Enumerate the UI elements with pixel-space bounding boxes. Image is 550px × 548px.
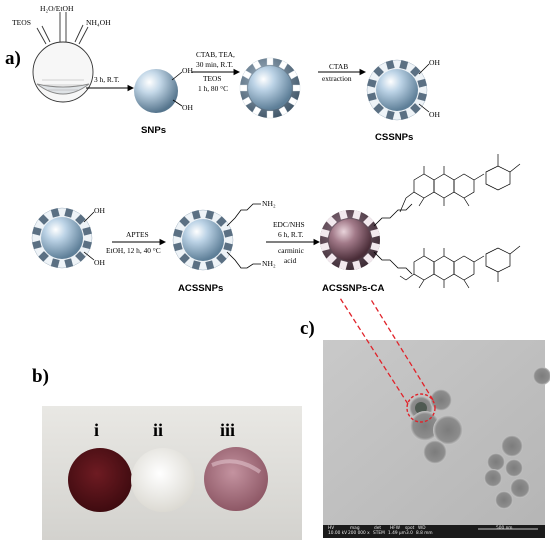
step2-line1: CTAB, TEA, xyxy=(196,50,235,59)
tem-info-bar: HV 10.00 kV mag 200 000 x det STEM HFW 1… xyxy=(326,526,544,537)
tem-mag-label: mag xyxy=(350,526,360,531)
tem-spot-label: spot xyxy=(405,526,415,531)
sample-photo xyxy=(42,406,302,540)
tem-det-label: det xyxy=(374,526,382,531)
sample-label-iii: iii xyxy=(220,420,236,440)
tem-hfw-value: 1.49 μm xyxy=(388,531,406,536)
step1-conditions: 3 h, R.T. xyxy=(94,75,120,84)
snp-particle xyxy=(134,69,183,113)
zoom-line-right xyxy=(369,297,434,401)
acssnp-ca-particle xyxy=(320,203,413,275)
acssnp-particle xyxy=(172,203,261,271)
step2-line3: TEOS xyxy=(203,74,222,83)
zoom-line-left xyxy=(339,297,409,405)
sample-label-i: i xyxy=(94,420,100,440)
step5-line1: EDC/NHS xyxy=(273,220,305,229)
oh-label-cssnp-bottom: OH xyxy=(429,110,440,119)
disc-ii xyxy=(131,448,195,512)
carminic-acid-structure-bottom xyxy=(399,245,521,289)
panel-label-b: b) xyxy=(32,366,49,387)
product-acssnps: ACSSNPs xyxy=(178,283,224,294)
tem-hv-value: 10.00 kV xyxy=(328,531,348,536)
arrows-row2 xyxy=(112,238,321,246)
arrows-row1 xyxy=(86,68,367,92)
oh-label-snp-bottom: OH xyxy=(182,103,193,112)
step3-line1: CTAB xyxy=(329,62,349,71)
oh-label-snp-top: OH xyxy=(182,66,193,75)
tem-scale-label: 500 nm xyxy=(496,526,513,531)
flask-reagent-top: H₂O/EtOH xyxy=(40,4,74,13)
disc-i xyxy=(68,448,132,512)
panel-label-a: a) xyxy=(5,48,21,69)
flask-icon xyxy=(32,12,94,103)
tem-det-value: STEM xyxy=(373,531,385,536)
flask-reagent-right: NH₄OH xyxy=(86,18,111,27)
sample-label-ii: ii xyxy=(153,420,164,440)
tem-spot-value: 3.0 xyxy=(406,531,413,536)
product-acssnps-ca: ACSSNPs-CA xyxy=(322,283,385,294)
tem-wd-value: 8.8 mm xyxy=(416,531,433,536)
tem-mag-value: 200 000 x xyxy=(348,531,370,536)
cssnp-oh-particle xyxy=(31,207,95,269)
disc-iii xyxy=(204,447,268,511)
step4-line1: APTES xyxy=(126,230,149,239)
tem-hfw-label: HFW xyxy=(390,526,400,531)
step2-line4: 1 h, 80 °C xyxy=(198,84,229,93)
highlight-circle xyxy=(406,393,436,423)
tem-image xyxy=(323,297,550,538)
oh-label-cssnp-top: OH xyxy=(429,58,440,67)
cssnp-particle xyxy=(366,59,430,121)
panel-label-c: c) xyxy=(300,318,315,339)
nh2-label-bottom: NH₂ xyxy=(262,259,276,268)
oh-label-row2-bottom: OH xyxy=(94,258,105,267)
step4-line2: EtOH, 12 h, 40 °C xyxy=(106,246,161,255)
product-snps: SNPs xyxy=(141,125,167,136)
step5-line2: 6 h, R.T. xyxy=(278,230,304,239)
cs-particle-1 xyxy=(239,57,301,119)
step5-line3: carminic xyxy=(278,246,304,255)
step5-line4: acid xyxy=(284,256,297,265)
flask-reagent-left: TEOS xyxy=(12,18,31,27)
step2-line2: 30 min, R.T. xyxy=(196,60,234,69)
nh2-label-top: NH₂ xyxy=(262,199,276,208)
tem-hv-label: HV xyxy=(328,526,335,531)
step3-line2: extraction xyxy=(322,74,352,83)
oh-label-row2-top: OH xyxy=(94,206,105,215)
carminic-acid-structure-top xyxy=(399,154,521,213)
product-cssnps: CSSNPs xyxy=(375,132,414,143)
tem-wd-label: WD xyxy=(418,526,426,531)
